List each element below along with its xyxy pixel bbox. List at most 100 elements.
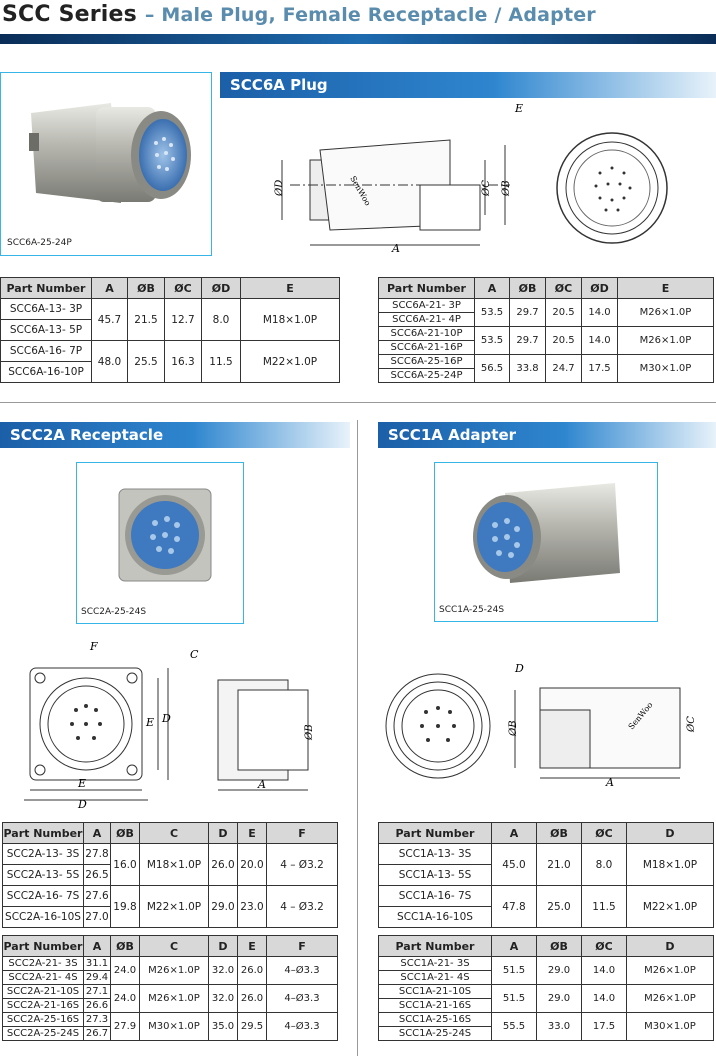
- cell: 56.5: [474, 354, 510, 383]
- cell: M26×1.0P: [139, 984, 209, 1013]
- col-header: D: [626, 935, 714, 957]
- col-header: D: [208, 822, 238, 844]
- dim-c-label: ØC: [686, 716, 697, 733]
- cell: 29.0: [536, 984, 582, 1013]
- col-header: E: [237, 822, 267, 844]
- cell: 20.5: [545, 326, 582, 355]
- part-number: SCC2A-16- 7S: [2, 885, 84, 907]
- col-header: ØD: [581, 277, 618, 299]
- cell: M30×1.0P: [626, 1012, 714, 1041]
- cell: 53.5: [474, 298, 510, 327]
- cell: 14.0: [581, 984, 627, 1013]
- cell: M30×1.0P: [617, 354, 714, 383]
- dim-a-label: A: [605, 776, 614, 789]
- col-header: ØB: [536, 822, 582, 844]
- col-header: D: [626, 822, 714, 844]
- table-row: SCC1A-25-24S: [378, 1026, 714, 1041]
- dim-b-label: ØB: [304, 724, 315, 741]
- col-header: C: [139, 935, 209, 957]
- cell: M30×1.0P: [139, 1012, 209, 1041]
- col-header: E: [237, 935, 267, 957]
- cell: 12.7: [164, 298, 202, 341]
- col-header: Part Number: [378, 822, 492, 844]
- scc6a-side-drawing: E A ØD ØC ØB SenWoo: [274, 102, 523, 255]
- cell: 26.0: [237, 956, 267, 985]
- cell: M26×1.0P: [139, 956, 209, 985]
- col-header: ØC: [164, 277, 202, 299]
- part-number: SCC6A-21-10P: [378, 326, 475, 341]
- cell: 11.5: [581, 885, 627, 928]
- table-header-row: Part Number A ØB C D E F: [2, 935, 338, 957]
- col-header: Part Number: [2, 935, 84, 957]
- part-number: SCC2A-16-10S: [2, 906, 84, 928]
- cell: 33.0: [536, 1012, 582, 1041]
- header-bar: [0, 34, 716, 44]
- col-header: A: [474, 277, 510, 299]
- part-number: SCC1A-25-16S: [378, 1012, 492, 1027]
- col-header: F: [266, 822, 338, 844]
- part-number: SCC6A-13- 3P: [0, 298, 92, 320]
- part-number: SCC1A-25-24S: [378, 1026, 492, 1041]
- cell: 27.9: [110, 1012, 140, 1041]
- cell: 26.0: [237, 984, 267, 1013]
- cell: 33.8: [509, 354, 546, 383]
- cell: M18×1.0P: [240, 298, 340, 341]
- col-header: ØC: [581, 935, 627, 957]
- dim-d-label: D: [514, 662, 524, 675]
- col-header: F: [266, 935, 338, 957]
- col-header: ØB: [110, 822, 140, 844]
- cell: M26×1.0P: [617, 298, 714, 327]
- cell: 48.0: [91, 340, 128, 383]
- title-subtitle: – Male Plug, Female Receptacle / Adapter: [144, 4, 596, 26]
- cell: 45.7: [91, 298, 128, 341]
- col-header: C: [139, 822, 209, 844]
- cell: 29.7: [509, 298, 546, 327]
- dim-e-label: E: [77, 777, 86, 790]
- col-header: ØB: [127, 277, 165, 299]
- scc6a-photo-frame: SCC6A-25-24P: [0, 72, 212, 256]
- cell: 24.0: [110, 984, 140, 1013]
- table-header-row: Part Number A ØB ØC D: [378, 822, 714, 844]
- cell: 4 – Ø3.2: [266, 885, 338, 928]
- cell: 20.0: [237, 843, 267, 886]
- dim-c-label: C: [190, 648, 199, 661]
- cell: M18×1.0P: [626, 843, 714, 886]
- cell: 31.1: [83, 956, 111, 971]
- scc6a-photo-caption: SCC6A-25-24P: [7, 238, 72, 248]
- cell: 26.7: [83, 1026, 111, 1041]
- cell: 29.7: [509, 326, 546, 355]
- cell: 21.0: [536, 843, 582, 886]
- cell: M26×1.0P: [617, 326, 714, 355]
- table-row: SCC6A-16-10P: [0, 361, 340, 383]
- part-number: SCC6A-21- 3P: [378, 298, 475, 313]
- scc6a-section-title: SCC6A Plug: [220, 72, 716, 98]
- dim-d-label: D: [77, 798, 87, 810]
- cell: 16.0: [110, 843, 140, 886]
- col-header: Part Number: [2, 822, 84, 844]
- cell: M26×1.0P: [626, 956, 714, 985]
- cell: 14.0: [581, 326, 618, 355]
- cell: M22×1.0P: [626, 885, 714, 928]
- scc1a-section-title: SCC1A Adapter: [378, 422, 716, 448]
- cell: M18×1.0P: [139, 843, 209, 886]
- part-number: SCC2A-21-16S: [2, 998, 84, 1013]
- cell: 25.0: [536, 885, 582, 928]
- dim-a-label: A: [257, 778, 266, 791]
- dim-f-label: F: [89, 640, 98, 653]
- col-header: E: [617, 277, 714, 299]
- part-number: SCC6A-21- 4P: [378, 312, 475, 327]
- col-header: Part Number: [378, 935, 492, 957]
- part-number: SCC6A-16-10P: [0, 361, 92, 383]
- cell: 27.6: [83, 885, 111, 907]
- cell: 20.5: [545, 298, 582, 327]
- cell: 17.5: [581, 1012, 627, 1041]
